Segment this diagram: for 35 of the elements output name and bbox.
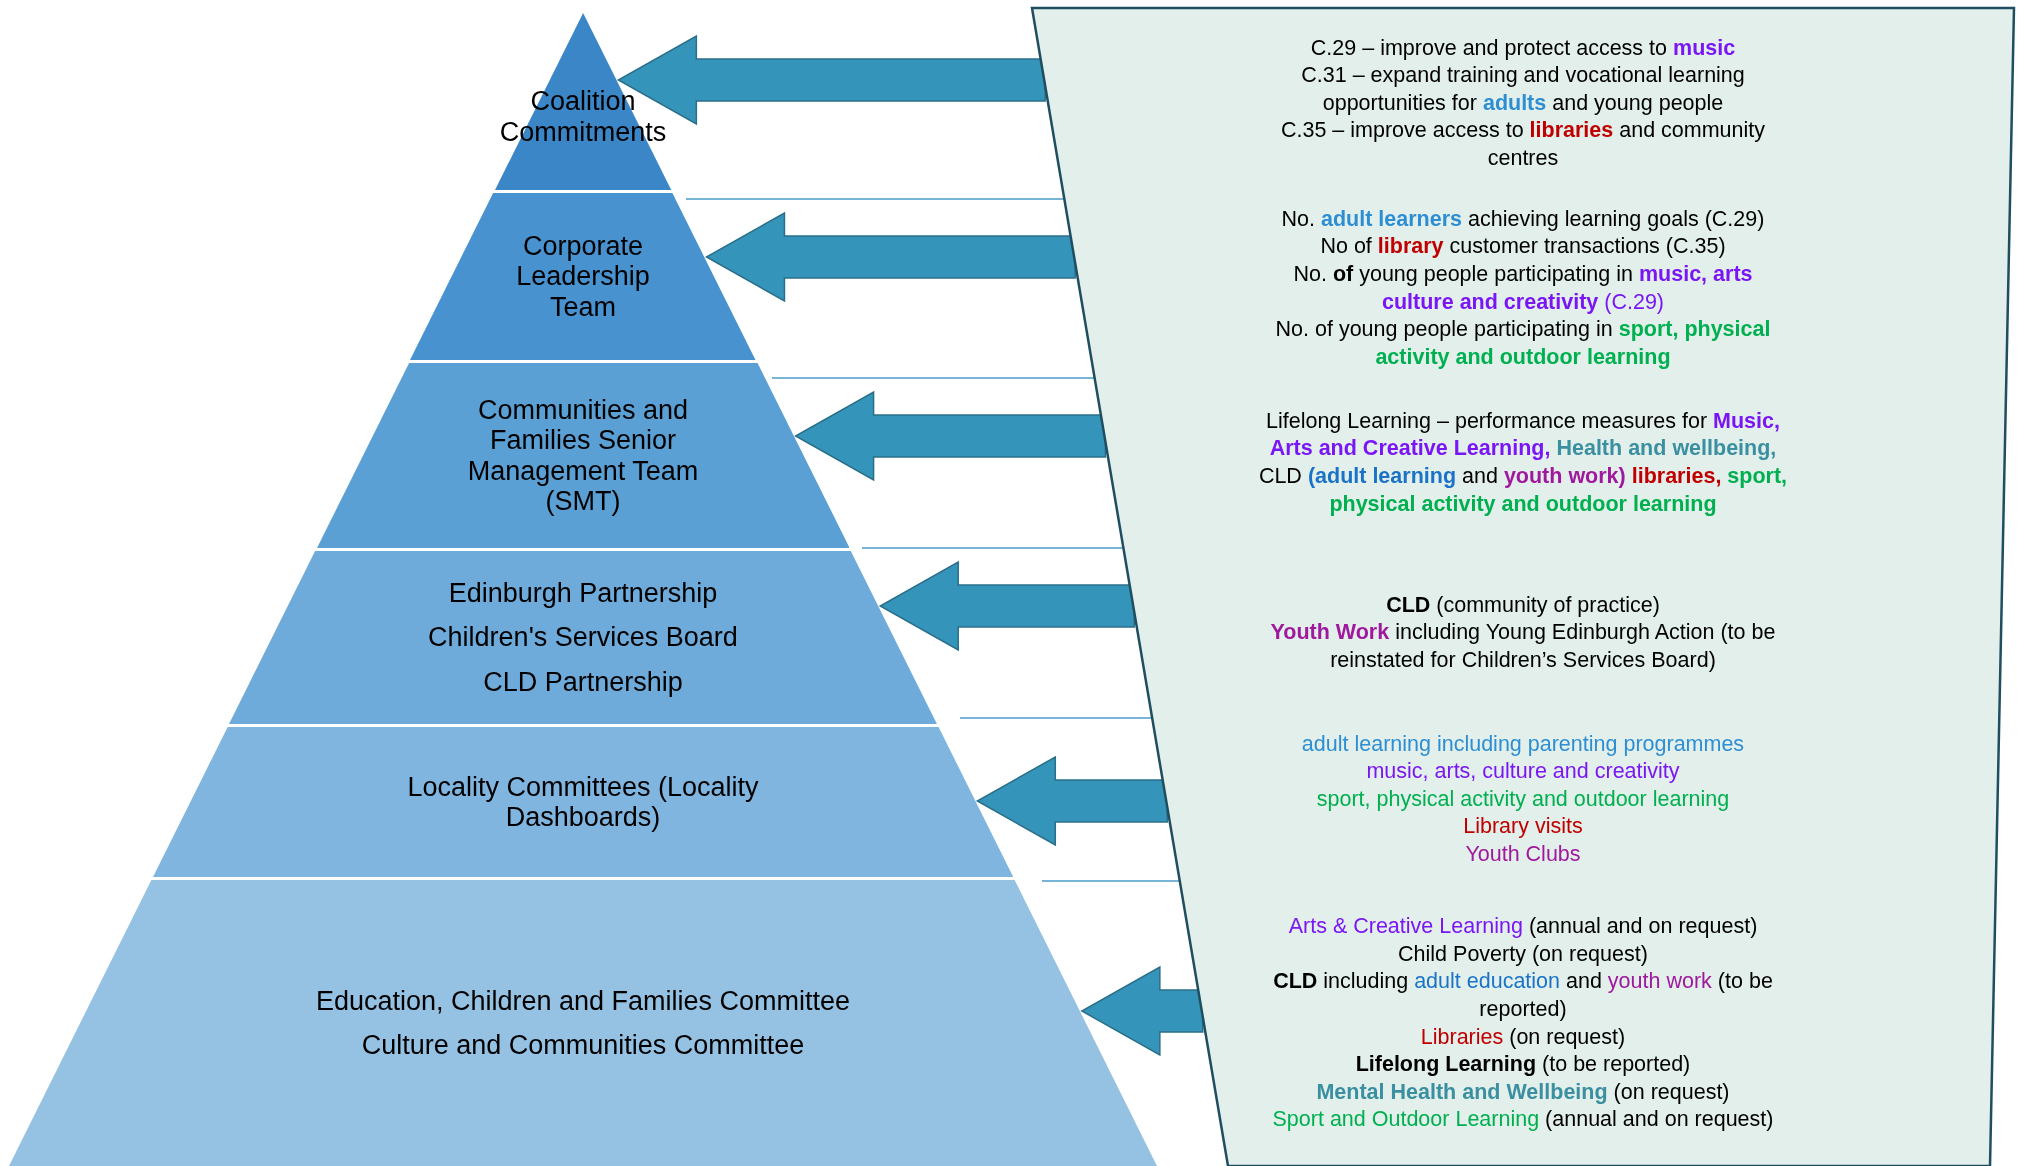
tier-label: Culture and Communities Committee xyxy=(361,1030,805,1061)
band-text: adult learning including parenting programmes xyxy=(1301,730,1745,758)
band-text: sport, physical activity and outdoor learning xyxy=(1316,785,1730,813)
band-text: C.35 – improve access to libraries and community centres xyxy=(1279,117,1767,172)
band-text: CLD including adult education and youth work (to be reported) xyxy=(1272,968,1774,1023)
band-text: Sport and Outdoor Learning (annual and on request) xyxy=(1272,1106,1774,1134)
band-text: Youth Clubs xyxy=(1465,840,1581,868)
band-text: No. of young people participating in sport, physical activity and outdoor learning xyxy=(1274,316,1772,371)
band-text: CLD (community of practice) xyxy=(1386,591,1660,619)
tier-label: CLD Partnership xyxy=(483,666,683,698)
band-text: Libraries (on request) xyxy=(1420,1023,1626,1051)
band-text: Child Poverty (on request) xyxy=(1398,940,1648,968)
band-text: C.29 – improve and protect access to music xyxy=(1310,34,1736,62)
block-arrow xyxy=(616,34,1046,126)
band-text: Lifelong Learning (to be reported) xyxy=(1355,1051,1691,1078)
block-arrow xyxy=(878,560,1135,652)
tier-label: Communities and Families Senior Management Team (SMT) xyxy=(466,394,700,517)
band-text: No of library customer transactions (C.35) xyxy=(1320,233,1726,261)
tier-label: Education, Children and Families Committee xyxy=(315,985,851,1016)
block-arrow xyxy=(975,755,1168,847)
band-text: No. of young people participating in music, arts culture and creativity (C.29) xyxy=(1292,261,1754,316)
band-text: Arts & Creative Learning (annual and on request) xyxy=(1288,913,1758,941)
band-text: Youth Work including Young Edinburgh Action (to be reinstated for Children’s Services Board) xyxy=(1269,619,1777,674)
band-text: Library visits xyxy=(1463,813,1583,841)
tier-label: Locality Committees (Locality Dashboards) xyxy=(406,771,760,833)
band-text: music, arts, culture and creativity xyxy=(1366,758,1680,786)
block-arrow xyxy=(1080,965,1204,1057)
tier-label: Children's Services Board xyxy=(428,622,738,653)
tier-label: Edinburgh Partnership xyxy=(448,577,718,609)
band-text: Mental Health and Wellbeing (on request) xyxy=(1316,1078,1730,1106)
block-arrow xyxy=(794,390,1107,482)
block-arrow xyxy=(704,211,1076,303)
band-text: Lifelong Learning – performance measures for Music, Arts and Creative Learning, Health and wellbeing, CLD (adult learning and youth work) libraries, sport, physical activity and outdoor learning xyxy=(1258,407,1788,518)
band-text: No. adult learners achieving learning goals (C.29) xyxy=(1281,205,1765,233)
tier-label: Corporate Leadership Team xyxy=(515,230,651,323)
